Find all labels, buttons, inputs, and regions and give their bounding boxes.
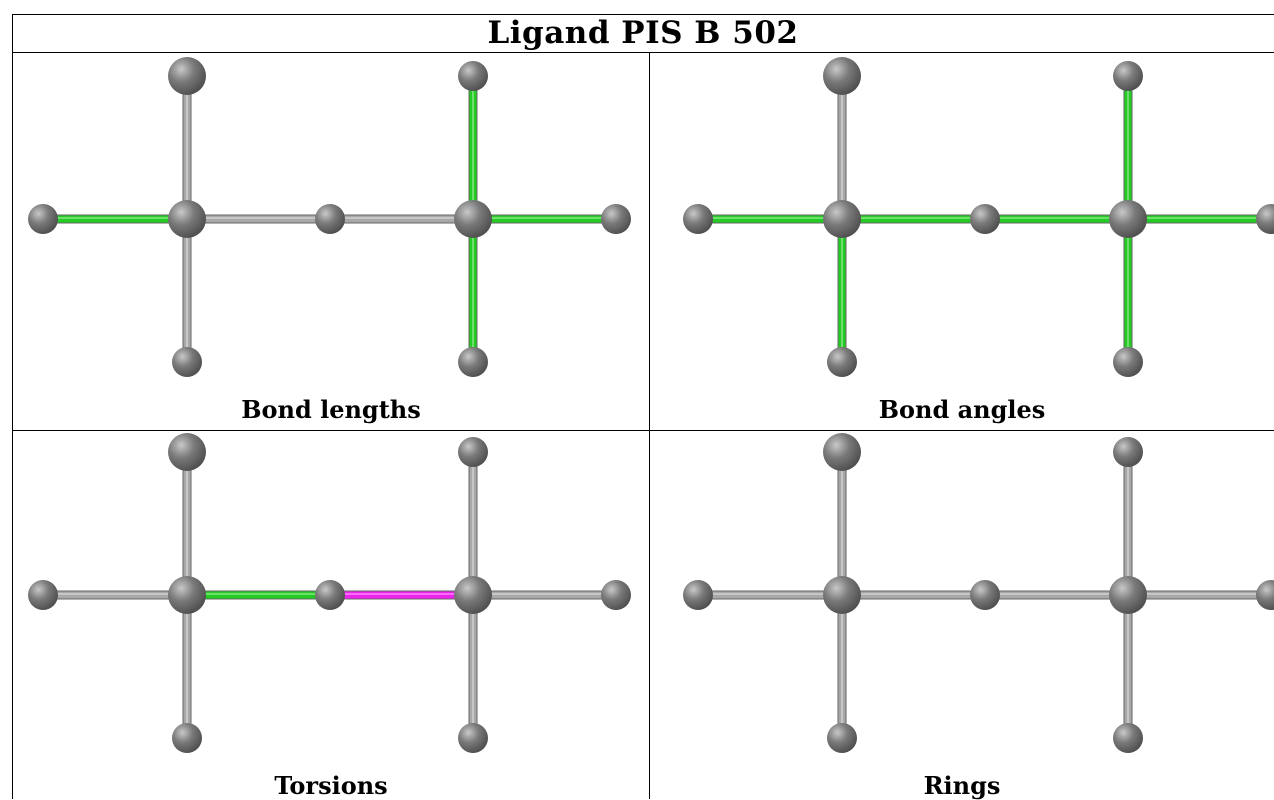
atom-t2 <box>1113 61 1143 91</box>
atom-b2 <box>458 347 488 377</box>
atom-t2 <box>458 61 488 91</box>
bond-c1-m1 <box>43 214 187 224</box>
atom-m1 <box>683 580 713 610</box>
panel-torsions: Torsions <box>13 431 649 800</box>
bond-mid-c2 <box>330 590 473 600</box>
atom-c1 <box>168 200 206 238</box>
atom-c2 <box>1109 200 1147 238</box>
panel-rings: Rings <box>650 431 1274 800</box>
atom-c1 <box>823 200 861 238</box>
bond-c1-mid <box>187 214 330 224</box>
atom-m2 <box>601 580 631 610</box>
bond-c2-m2 <box>473 214 616 224</box>
panel-bond-lengths: Bond lengths <box>13 53 649 430</box>
atom-c1 <box>823 576 861 614</box>
panel-bond-angles: Bond angles <box>650 53 1274 430</box>
bond-mid-c2 <box>985 214 1128 224</box>
atom-mid <box>970 580 1000 610</box>
bond-c1-mid <box>187 590 330 600</box>
atom-m2 <box>601 204 631 234</box>
atom-c2 <box>454 200 492 238</box>
bond-c1-mid <box>842 214 985 224</box>
bond-mid-c2 <box>985 590 1128 600</box>
atom-t1 <box>823 433 861 471</box>
atom-t2 <box>1113 437 1143 467</box>
atom-b2 <box>1113 723 1143 753</box>
atom-b2 <box>458 723 488 753</box>
atom-m1 <box>28 204 58 234</box>
atom-t1 <box>168 57 206 95</box>
atom-t1 <box>823 57 861 95</box>
atom-m1 <box>683 204 713 234</box>
atom-c2 <box>454 576 492 614</box>
atom-b2 <box>1113 347 1143 377</box>
atom-mid <box>315 580 345 610</box>
molecule-diagram <box>683 433 1274 753</box>
panel-caption: Bond angles <box>878 395 1046 424</box>
panel-caption: Bond lengths <box>241 395 421 424</box>
bond-mid-c2 <box>330 214 473 224</box>
bond-c1-m1 <box>698 214 842 224</box>
atom-t1 <box>168 433 206 471</box>
bond-c2-m2 <box>473 590 616 600</box>
atom-m2 <box>1256 204 1274 234</box>
atom-mid <box>970 204 1000 234</box>
atom-mid <box>315 204 345 234</box>
bond-c2-m2 <box>1128 214 1271 224</box>
atom-m2 <box>1256 580 1274 610</box>
bond-c1-mid <box>842 590 985 600</box>
figure-title: Ligand PIS B 502 <box>487 15 799 51</box>
molecule-diagram <box>683 57 1274 377</box>
bond-c2-m2 <box>1128 590 1271 600</box>
atom-t2 <box>458 437 488 467</box>
bond-c1-m1 <box>698 590 842 600</box>
atom-b1 <box>172 347 202 377</box>
atom-c1 <box>168 576 206 614</box>
atom-b1 <box>172 723 202 753</box>
panel-caption: Rings <box>923 771 1001 800</box>
atom-m1 <box>28 580 58 610</box>
molecule-diagram <box>28 433 631 753</box>
panel-caption: Torsions <box>274 771 388 800</box>
atom-b1 <box>827 347 857 377</box>
atom-b1 <box>827 723 857 753</box>
atom-c2 <box>1109 576 1147 614</box>
molecule-diagram <box>28 57 631 377</box>
bond-c1-m1 <box>43 590 187 600</box>
